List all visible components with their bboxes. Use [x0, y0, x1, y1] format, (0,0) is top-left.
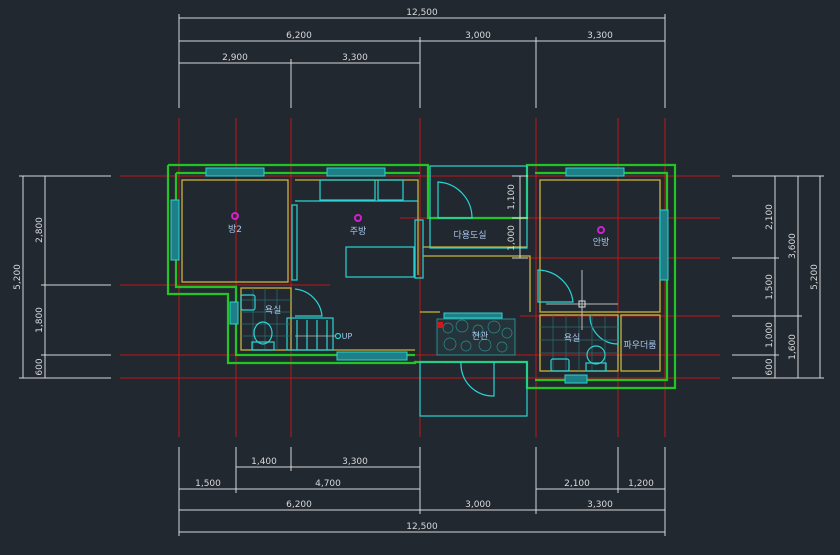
room-label-entrance: 현관: [472, 331, 489, 342]
svg-text:6,200: 6,200: [286, 500, 312, 510]
svg-text:12,500: 12,500: [406, 522, 438, 532]
svg-text:1,600: 1,600: [788, 334, 798, 360]
room-marker-icon: [354, 214, 362, 222]
svg-text:1,100: 1,100: [507, 184, 517, 210]
svg-text:5,200: 5,200: [810, 264, 820, 290]
inner-dimension: 1,100 1,000: [507, 175, 528, 259]
svg-text:1,500: 1,500: [195, 479, 221, 489]
fixtures: [240, 165, 619, 417]
svg-text:600: 600: [35, 358, 45, 375]
svg-text:1,800: 1,800: [35, 307, 45, 333]
svg-text:2,100: 2,100: [564, 479, 590, 489]
svg-text:6,200: 6,200: [286, 31, 312, 41]
room-label-bath1: 욕실: [265, 305, 282, 316]
svg-text:5,200: 5,200: [13, 264, 23, 290]
svg-text:3,000: 3,000: [465, 31, 491, 41]
svg-text:3,600: 3,600: [788, 233, 798, 259]
svg-text:600: 600: [765, 358, 775, 375]
windows: [170, 167, 669, 384]
svg-text:1,200: 1,200: [628, 479, 654, 489]
dimensions-top: 12,500 6,200 3,000 3,300 2,900 3,300: [178, 8, 666, 108]
svg-text:3,300: 3,300: [342, 457, 368, 467]
svg-text:2,800: 2,800: [35, 217, 45, 243]
svg-text:3,300: 3,300: [587, 500, 613, 510]
svg-text:4,700: 4,700: [315, 479, 341, 489]
room-marker-icon: [231, 212, 239, 220]
room-label-kitchen: 주방: [350, 226, 367, 237]
svg-text:3,000: 3,000: [465, 500, 491, 510]
room-label-bath2: 욕실: [564, 333, 581, 344]
svg-text:1,500: 1,500: [765, 274, 775, 300]
room-label-bedroom2: 방2: [228, 224, 242, 235]
dimensions-left: 5,200 2,800 1,800 600: [13, 175, 111, 379]
svg-text:2,100: 2,100: [765, 204, 775, 230]
room-label-powder: 파우더룸: [623, 340, 656, 351]
stairs-up-label: UP: [342, 332, 353, 341]
svg-text:1,400: 1,400: [251, 457, 277, 467]
svg-text:3,300: 3,300: [587, 31, 613, 41]
svg-text:1,000: 1,000: [507, 225, 517, 251]
svg-text:2,900: 2,900: [222, 53, 248, 63]
svg-text:1,000: 1,000: [765, 322, 775, 348]
svg-text:12,500: 12,500: [406, 8, 438, 18]
room-label-master: 안방: [593, 237, 610, 248]
room-label-utility: 다용도실: [453, 230, 486, 241]
dimensions-bottom: 1,400 3,300 1,500 4,700 2,100 1,200 6,20…: [178, 447, 666, 536]
dimensions-right: 2,100 1,500 1,000 600 3,600 1,600 5,200: [732, 175, 824, 379]
room-marker-icon: [597, 226, 605, 234]
svg-text:3,300: 3,300: [342, 53, 368, 63]
